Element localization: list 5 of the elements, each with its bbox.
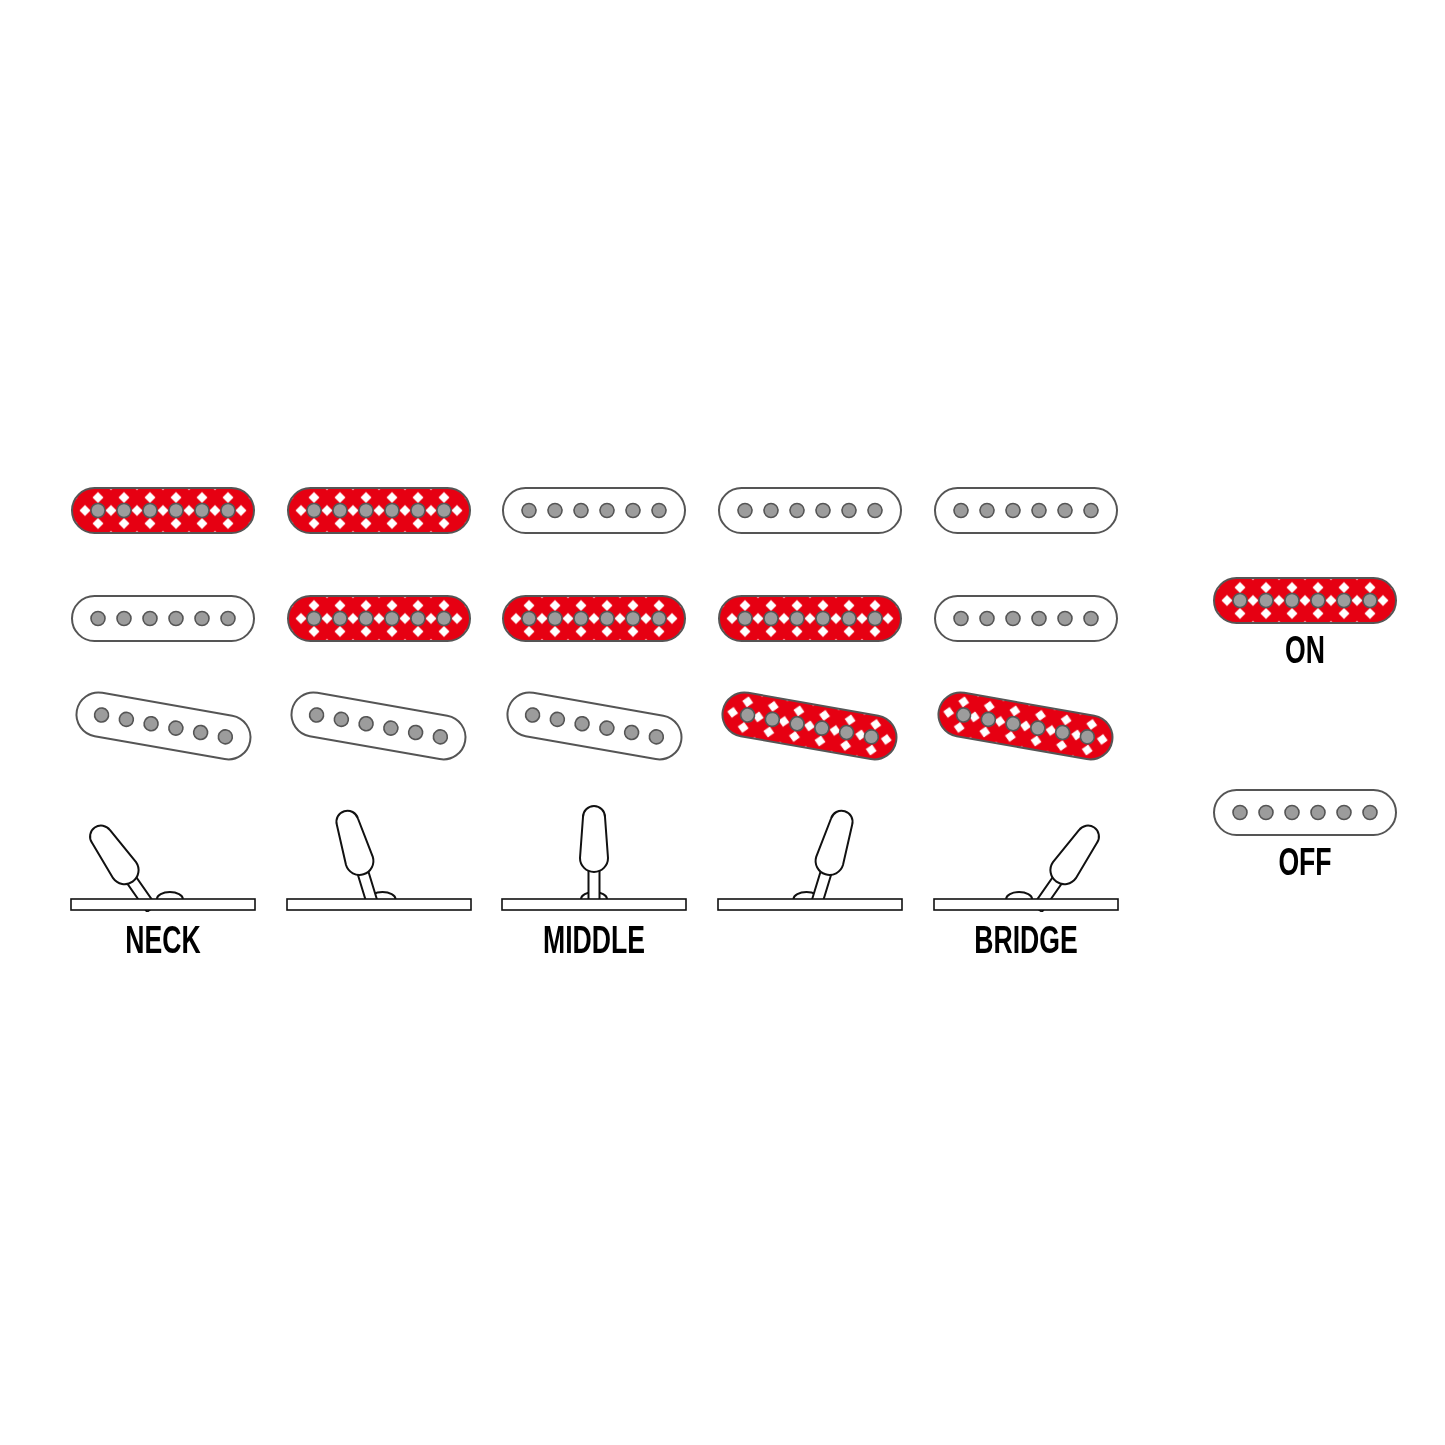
position-label: BRIDGE [973, 921, 1078, 959]
legend-label: OFF [1278, 843, 1332, 881]
position-label: MIDDLE [543, 921, 645, 959]
legend-label: ON [1285, 631, 1325, 669]
position-label: NECK [125, 921, 201, 959]
